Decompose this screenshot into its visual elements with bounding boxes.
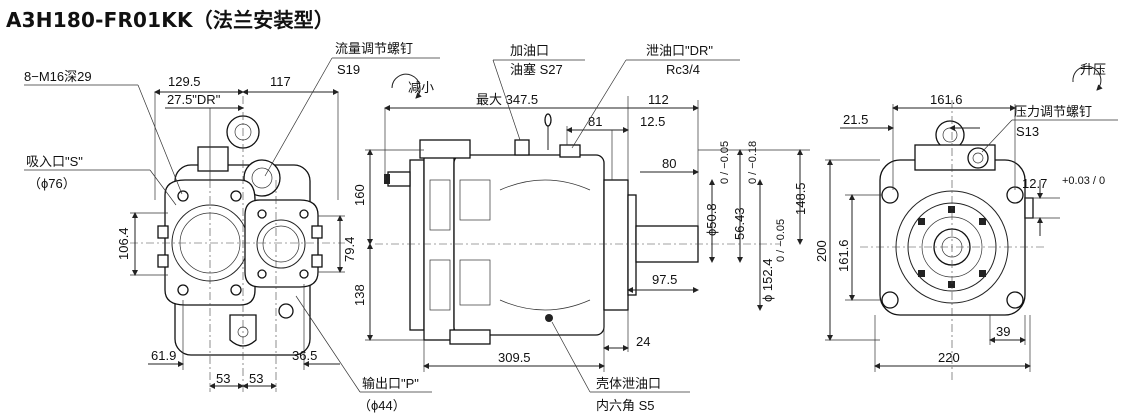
- outlet-port-size: （ϕ44）: [358, 398, 406, 413]
- drain-port-label: 泄油口"DR": [646, 43, 713, 58]
- right-view: 升压: [814, 62, 1118, 380]
- pump-front-view: [879, 120, 1034, 316]
- outlet-port-label: 输出口"P": [362, 376, 419, 391]
- dim-39: 39: [996, 324, 1010, 339]
- dim-27-5-dr: 27.5"DR": [167, 92, 221, 107]
- dim-53-b: 53: [249, 371, 263, 386]
- dim-138: 138: [352, 284, 367, 306]
- pressure-screw-size: S13: [1016, 124, 1039, 139]
- dim-160: 160: [352, 184, 367, 206]
- dim-161-6-side: 161.6: [836, 239, 851, 272]
- dim-12-5: 12.5: [640, 114, 665, 129]
- decrease-label: 减小: [408, 80, 434, 95]
- dim-220: 220: [938, 350, 960, 365]
- dim-80: 80: [662, 156, 676, 171]
- left-bolts: [157, 190, 323, 296]
- case-drain-label: 壳体泄油口: [596, 376, 661, 391]
- bolt-thread-label: 8−M16深29: [24, 69, 92, 84]
- dim-53-a: 53: [216, 371, 230, 386]
- suction-port-size: （ϕ76）: [28, 176, 76, 191]
- left-port-block: [157, 115, 323, 356]
- fill-plug-label: 油塞 S27: [510, 62, 563, 77]
- increase-label: 升压: [1080, 62, 1106, 77]
- dim-129-5: 129.5: [168, 74, 201, 89]
- dim-12-7: 12.7: [1022, 176, 1047, 191]
- dim-56-43: 56.43: [732, 207, 747, 240]
- case-drain-size: 内六角 S5: [596, 398, 655, 413]
- pressure-screw-label: 压力调节螺钉: [1014, 104, 1092, 119]
- flow-screw-size: S19: [337, 62, 360, 77]
- dim-36-5: 36.5: [292, 348, 317, 363]
- front-bolt-ring: [918, 206, 986, 288]
- left-view: 129.5 117 27.5"DR" 8−M16深29 吸入口"S" （ϕ76）…: [24, 41, 440, 413]
- dim-106-4: 106.4: [116, 227, 131, 260]
- dim-21-5: 21.5: [843, 112, 868, 127]
- dim-97-5: 97.5: [652, 272, 677, 287]
- flow-screw-label: 流量调节螺钉: [335, 41, 413, 56]
- fill-port-label: 加油口: [510, 43, 549, 58]
- dim-24: 24: [636, 334, 650, 349]
- dim-79-4: 79.4: [342, 237, 357, 262]
- page-title: A3H180-FR01KK（法兰安装型）: [6, 8, 335, 32]
- dim-112: 112: [648, 92, 669, 107]
- dim-309-5: 309.5: [498, 350, 531, 365]
- suction-port-label: 吸入口"S": [26, 154, 83, 169]
- dim-phi-152-4: ϕ 152.4: [760, 259, 775, 302]
- max-length-label: 最大 347.5: [476, 92, 538, 107]
- tol-50-8: 0 / −0.05: [719, 141, 731, 184]
- tol-152-4: 0 / −0.05: [775, 219, 787, 262]
- drain-port-size: Rc3/4: [666, 62, 700, 77]
- tol-12-7: +0.03 / 0: [1062, 175, 1105, 187]
- dim-61-9: 61.9: [151, 348, 176, 363]
- dim-161-6-top: 161.6: [930, 92, 963, 107]
- middle-view: 减小: [352, 43, 810, 413]
- dim-phi-50-8: ϕ50.8: [704, 203, 719, 236]
- dim-200: 200: [814, 240, 829, 262]
- tol-56-43: 0 / −0.18: [747, 141, 759, 184]
- dim-148-5: 148.5: [793, 182, 808, 215]
- dim-117: 117: [270, 74, 291, 89]
- dim-81: 81: [588, 114, 602, 129]
- pump-body-side: [384, 113, 699, 345]
